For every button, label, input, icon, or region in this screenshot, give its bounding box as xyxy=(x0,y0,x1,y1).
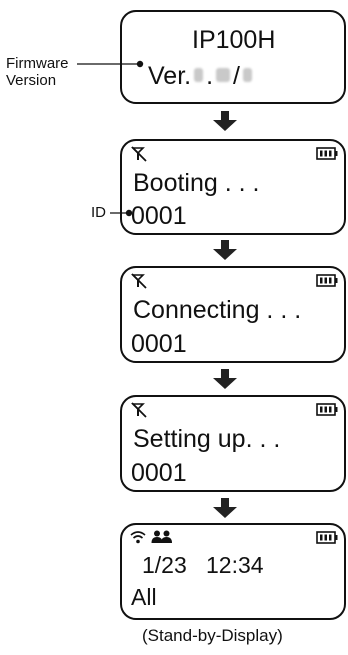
no-antenna-icon xyxy=(131,402,147,418)
battery-icon xyxy=(316,147,338,160)
down-arrow-icon xyxy=(213,369,237,389)
id-value: 0001 xyxy=(131,459,187,487)
battery-icon xyxy=(316,531,338,544)
standby-date: 1/23 xyxy=(142,552,187,578)
firmware-version-screen: IP100H Ver.. / xyxy=(120,10,346,104)
version-slash: / xyxy=(233,62,240,90)
down-arrow-icon xyxy=(213,498,237,518)
status-text: Connecting . . . xyxy=(133,296,302,324)
model-name: IP100H xyxy=(192,26,276,54)
version-text: Ver.. / xyxy=(148,64,255,89)
version-prefix: Ver. xyxy=(148,62,192,90)
standby-screen: 1/23 12:34 All xyxy=(120,523,346,620)
no-antenna-icon xyxy=(131,146,147,162)
id-callout-label: ID xyxy=(91,204,106,221)
connecting-screen: Connecting . . . 0001 xyxy=(120,266,346,363)
booting-screen: Booting . . . 0001 xyxy=(120,139,346,235)
wifi-signal-icon xyxy=(130,531,146,544)
version-dot: . xyxy=(206,62,214,90)
id-value: 0001 xyxy=(131,202,187,230)
standby-time: 12:34 xyxy=(206,552,264,578)
callout-firmware-label: Firmware xyxy=(6,55,69,72)
status-text: Setting up. . . xyxy=(133,425,281,453)
version-build-redacted xyxy=(243,68,252,82)
standby-display-caption: (Stand-by-Display) xyxy=(142,626,283,645)
callout-version-label: Version xyxy=(6,72,57,90)
down-arrow-icon xyxy=(213,111,237,131)
firmware-version-callout: Firmware Version xyxy=(6,55,69,90)
version-minor-redacted xyxy=(216,68,231,82)
setting-up-screen: Setting up. . . 0001 xyxy=(120,395,346,492)
version-major-redacted xyxy=(194,68,204,82)
status-text: Booting . . . xyxy=(133,169,260,197)
down-arrow-icon xyxy=(213,240,237,260)
group-talk-icon xyxy=(151,530,172,543)
battery-icon xyxy=(316,274,338,287)
id-value: 0001 xyxy=(131,330,187,358)
battery-icon xyxy=(316,403,338,416)
standby-group: All xyxy=(131,584,157,610)
no-antenna-icon xyxy=(131,273,147,289)
